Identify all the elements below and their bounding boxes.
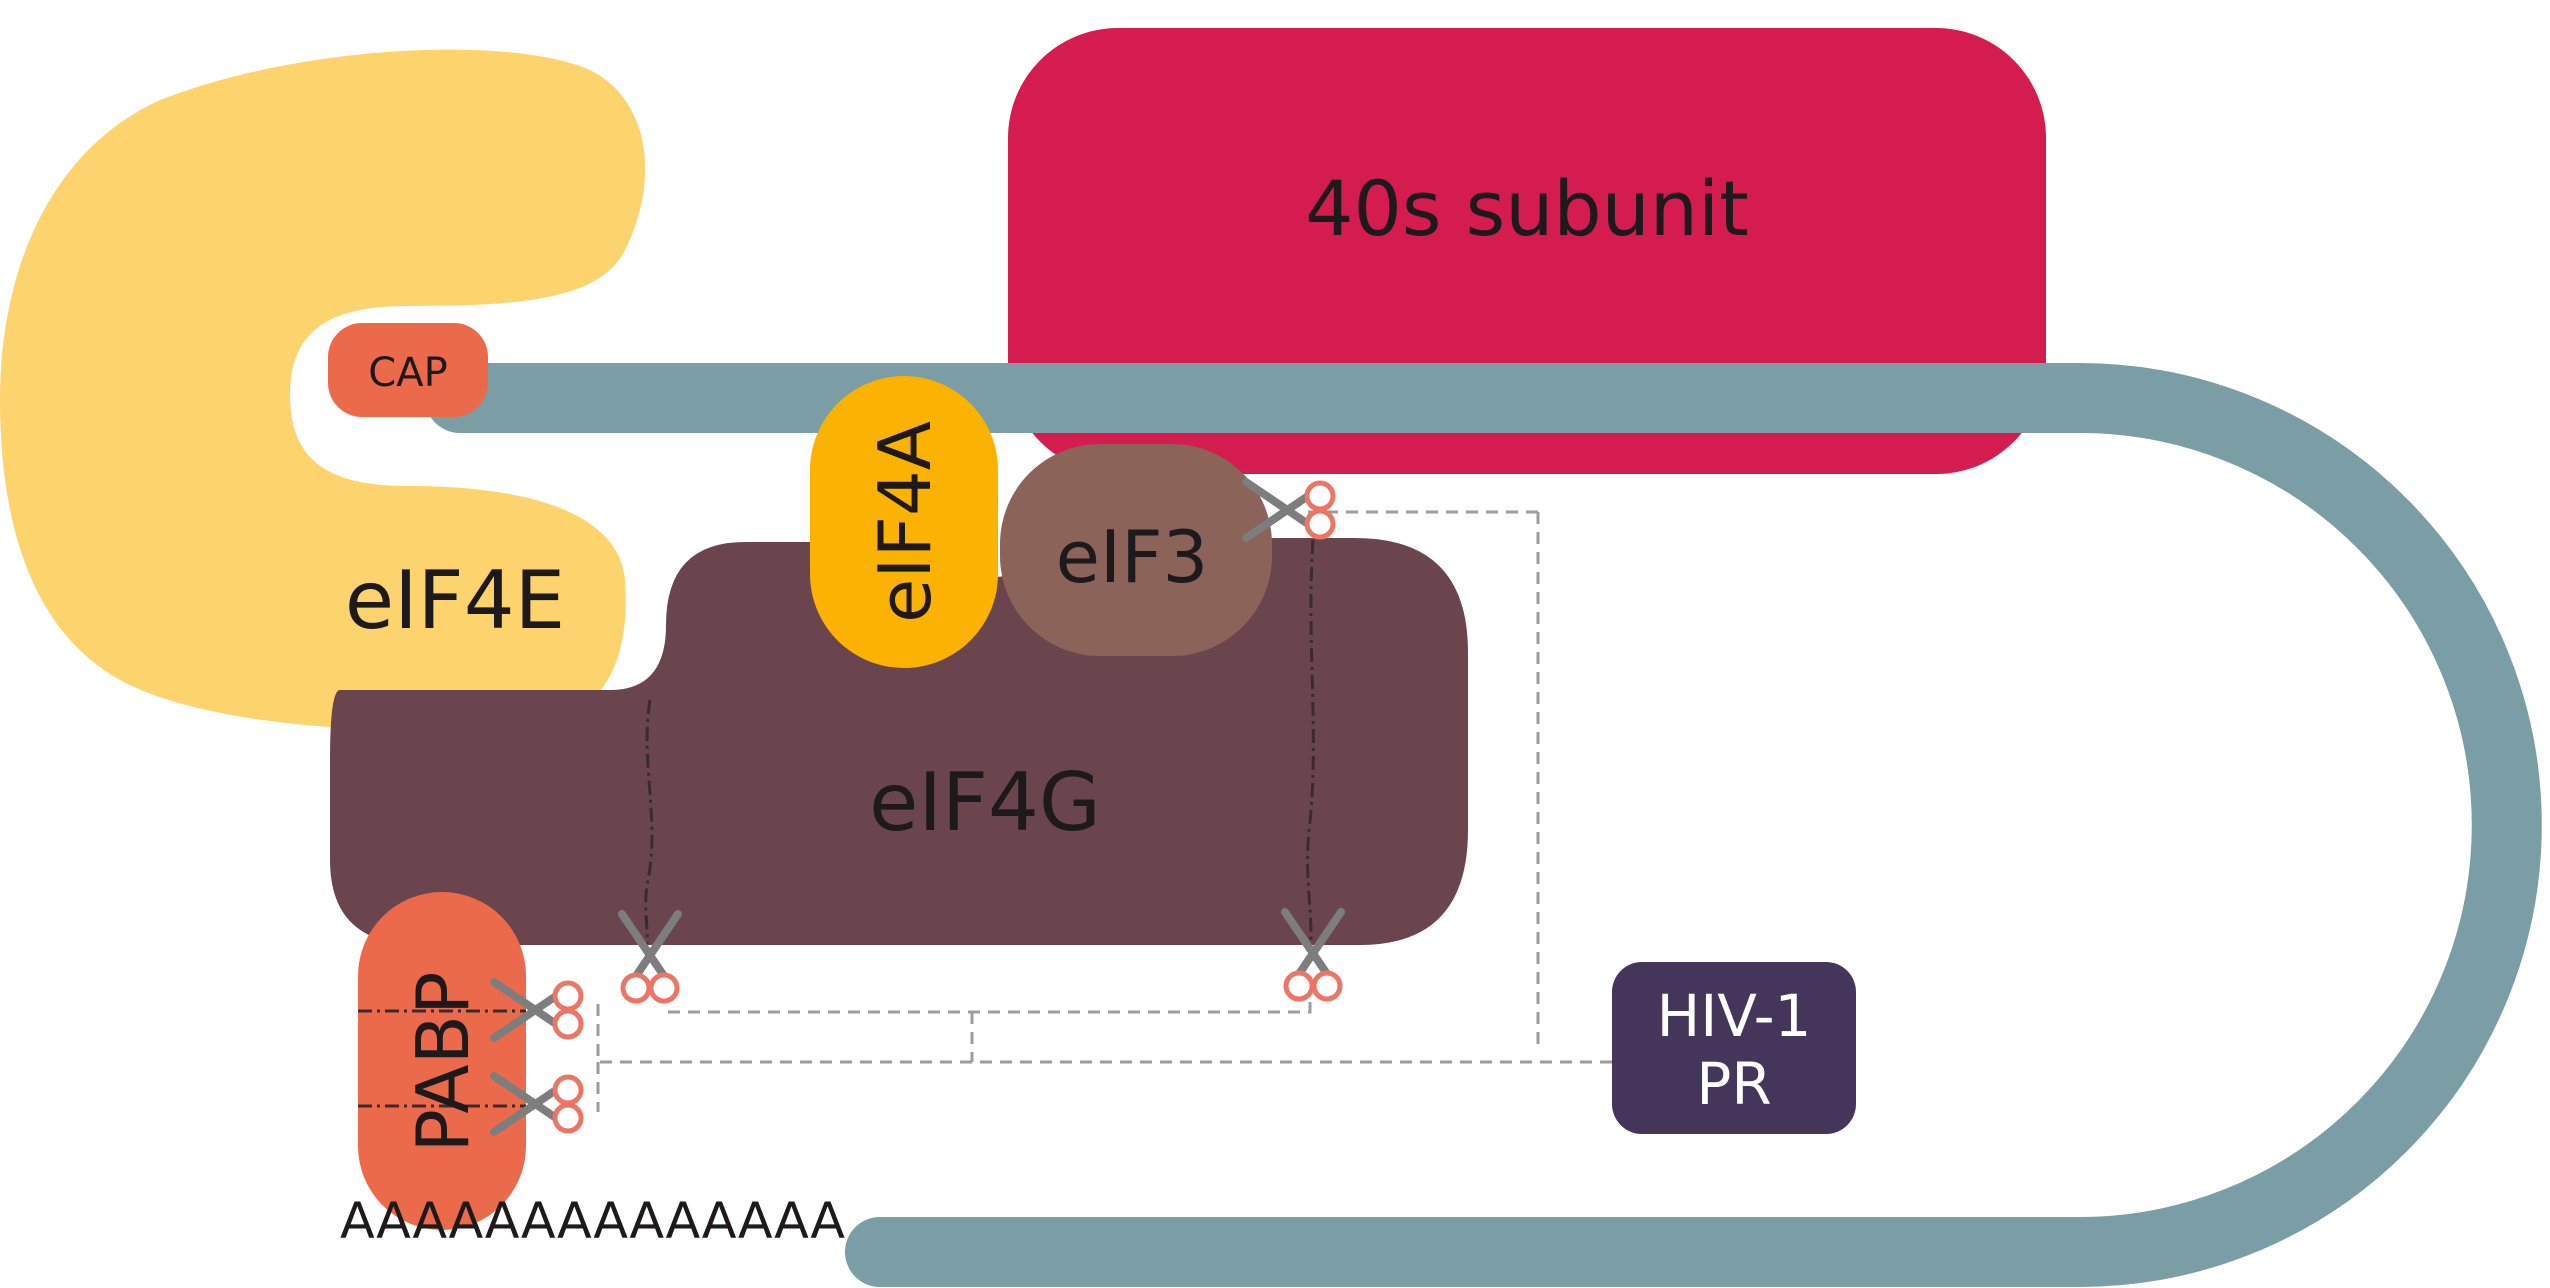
subunit-40s-label: 40s subunit (1305, 164, 1749, 253)
pabp-shape (358, 892, 526, 1230)
hiv-pr-label-line2: PR (1696, 1050, 1771, 1118)
mrna-strand (425, 363, 2542, 1287)
cap-shape (328, 323, 488, 417)
poly-a-tail-label: AAAAAAAAAAAAAA (340, 1192, 845, 1250)
eif4e-label: eIF4E (345, 554, 565, 647)
connector-hiv-to-pabp (596, 1000, 1612, 1112)
connector-eif4g-cuts (668, 1000, 1312, 1062)
eif4a-shape (810, 376, 998, 668)
cleavage-line-eif4g-left (644, 699, 654, 951)
hiv-pr-shape (1612, 962, 1856, 1134)
eif3-label: eIF3 (1056, 515, 1209, 599)
eif4a-label: eIF4A (863, 421, 947, 623)
subunit-40s (1008, 28, 2046, 474)
eif4e-shape (0, 49, 646, 730)
eif3-shape (1000, 444, 1272, 656)
pabp-label: PABP (401, 972, 485, 1153)
connector-hiv-to-eif3 (1308, 510, 1540, 1046)
eif4g-label: eIF4G (869, 756, 1101, 849)
cleavage-line-eif4g-right (1306, 539, 1315, 951)
cap-label: CAP (368, 350, 447, 396)
hiv-pr-label-line1: HIV-1 (1657, 982, 1812, 1050)
